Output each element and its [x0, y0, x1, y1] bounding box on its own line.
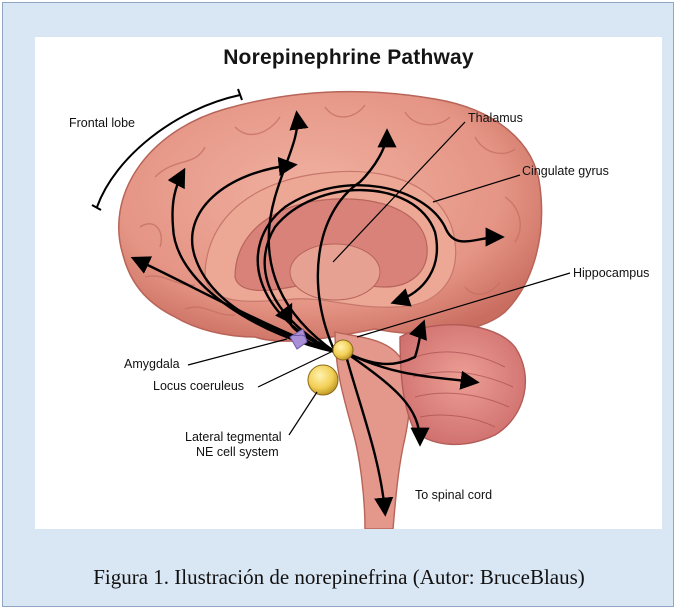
label-hippocampus: Hippocampus: [573, 266, 649, 280]
label-locus-coeruleus: Locus coeruleus: [153, 379, 244, 393]
label-cingulate-gyrus: Cingulate gyrus: [522, 164, 609, 178]
thalamus-shape: [290, 244, 380, 300]
label-amygdala: Amygdala: [124, 357, 180, 371]
locus-coeruleus-nucleus: [333, 340, 353, 360]
diagram-title: Norepinephrine Pathway: [35, 46, 662, 70]
lateral-tegmental-nucleus: [308, 365, 338, 395]
label-lateral-tegmental-line1: Lateral tegmental: [185, 430, 282, 444]
brain-diagram: Frontal lobe Thalamus Cingulate gyrus Hi…: [35, 37, 662, 529]
label-thalamus: Thalamus: [468, 111, 523, 125]
figure-caption: Figura 1. Ilustración de norepinefrina (…: [3, 565, 675, 590]
illustration-panel: Frontal lobe Thalamus Cingulate gyrus Hi…: [35, 37, 662, 529]
label-lateral-tegmental-line2: NE cell system: [196, 445, 279, 459]
label-frontal-lobe: Frontal lobe: [69, 116, 135, 130]
label-to-spinal-cord: To spinal cord: [415, 488, 492, 502]
